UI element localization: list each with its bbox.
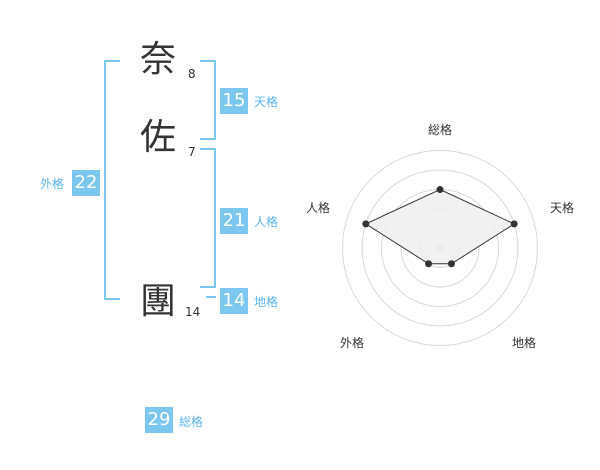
- tenkaku-label: 天格: [254, 95, 279, 109]
- tenkaku-bracket: [200, 60, 216, 140]
- chikaku-bracket: [206, 296, 216, 298]
- stroke-count-2: 7: [188, 145, 196, 159]
- soukaku-label: 総格: [179, 415, 204, 429]
- radar-point: [436, 186, 444, 193]
- stroke-count-3: 14: [185, 305, 201, 319]
- radar-ring: [361, 169, 519, 327]
- jinkaku-label: 人格: [254, 215, 279, 229]
- chikaku-value: 14: [220, 288, 248, 314]
- radar-ring: [342, 150, 538, 346]
- radar-point: [425, 260, 433, 268]
- name-char-2: 佐: [140, 117, 177, 158]
- radar-point: [362, 220, 370, 228]
- chikaku-label: 地格: [254, 295, 279, 309]
- radar-axis-label-gaikaku: 外格: [340, 335, 364, 350]
- radar-axis-label-tenkaku: 天格: [550, 200, 574, 215]
- radar-point: [447, 260, 455, 268]
- name-char-3: 團: [140, 281, 177, 322]
- gaikaku-label: 外格: [40, 177, 65, 191]
- jinkaku-bracket: [200, 148, 216, 288]
- gaikaku-value: 22: [72, 170, 100, 196]
- radar-point: [510, 220, 518, 228]
- soukaku-value: 29: [145, 407, 173, 433]
- radar-axis-label-chikaku: 地格: [512, 335, 536, 350]
- radar-axis-label-soukaku: 総格: [428, 122, 452, 137]
- stroke-count-1: 8: [188, 67, 196, 81]
- name-char-1: 奈: [140, 39, 177, 80]
- radar-polygon: [364, 188, 516, 265]
- jinkaku-value: 21: [220, 208, 248, 234]
- tenkaku-value: 15: [220, 88, 248, 114]
- radar-axis-label-jinkaku: 人格: [306, 200, 330, 215]
- gaikaku-bracket: [104, 60, 120, 300]
